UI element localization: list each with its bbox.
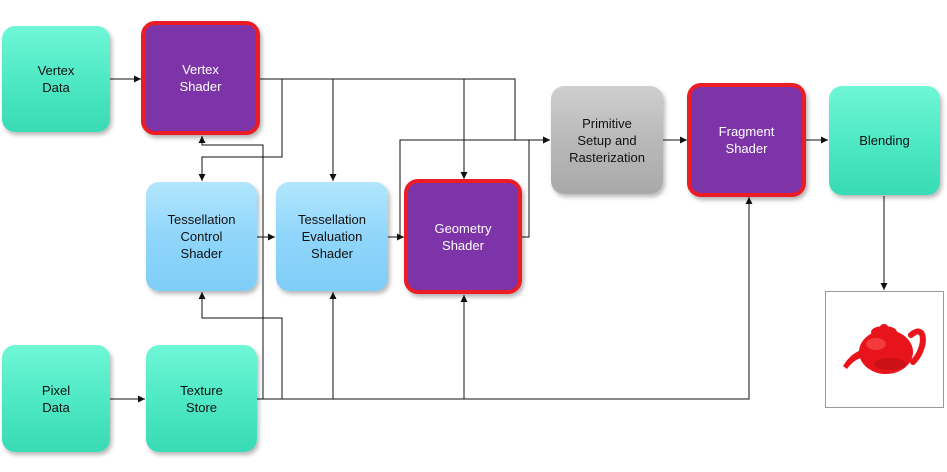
tess-control-node: Tessellation Control Shader	[146, 182, 257, 291]
tess-eval-node: Tessellation Evaluation Shader	[276, 182, 388, 291]
teapot-icon	[843, 324, 926, 374]
fragment-shader-node: Fragment Shader	[687, 83, 806, 197]
vertex-data-node: Vertex Data	[2, 26, 110, 132]
texture-store-node: Texture Store	[146, 345, 257, 452]
arrow-vertex-shader-to-primitive-setup	[260, 78, 550, 144]
primitive-setup-node: Primitive Setup and Rasterization	[551, 86, 663, 194]
arrow-geometry-shader-to-primitive-setup	[522, 140, 530, 238]
blending-node: Blending	[829, 86, 940, 195]
output-image	[825, 291, 944, 408]
arrow-vertex-shader-to-tess-control	[198, 79, 283, 181]
arrow-texture-store-to-tess-control	[198, 292, 283, 399]
geometry-shader-node: Geometry Shader	[404, 179, 522, 294]
vertex-shader-node: Vertex Shader	[141, 21, 260, 135]
arrow-texture-store-to-vertex-shader	[198, 136, 264, 399]
arrow-tess-eval-to-primitive-setup	[399, 136, 550, 237]
pixel-data-node: Pixel Data	[2, 345, 110, 452]
arrow-texture-store-to-fragment-shader	[257, 197, 753, 400]
